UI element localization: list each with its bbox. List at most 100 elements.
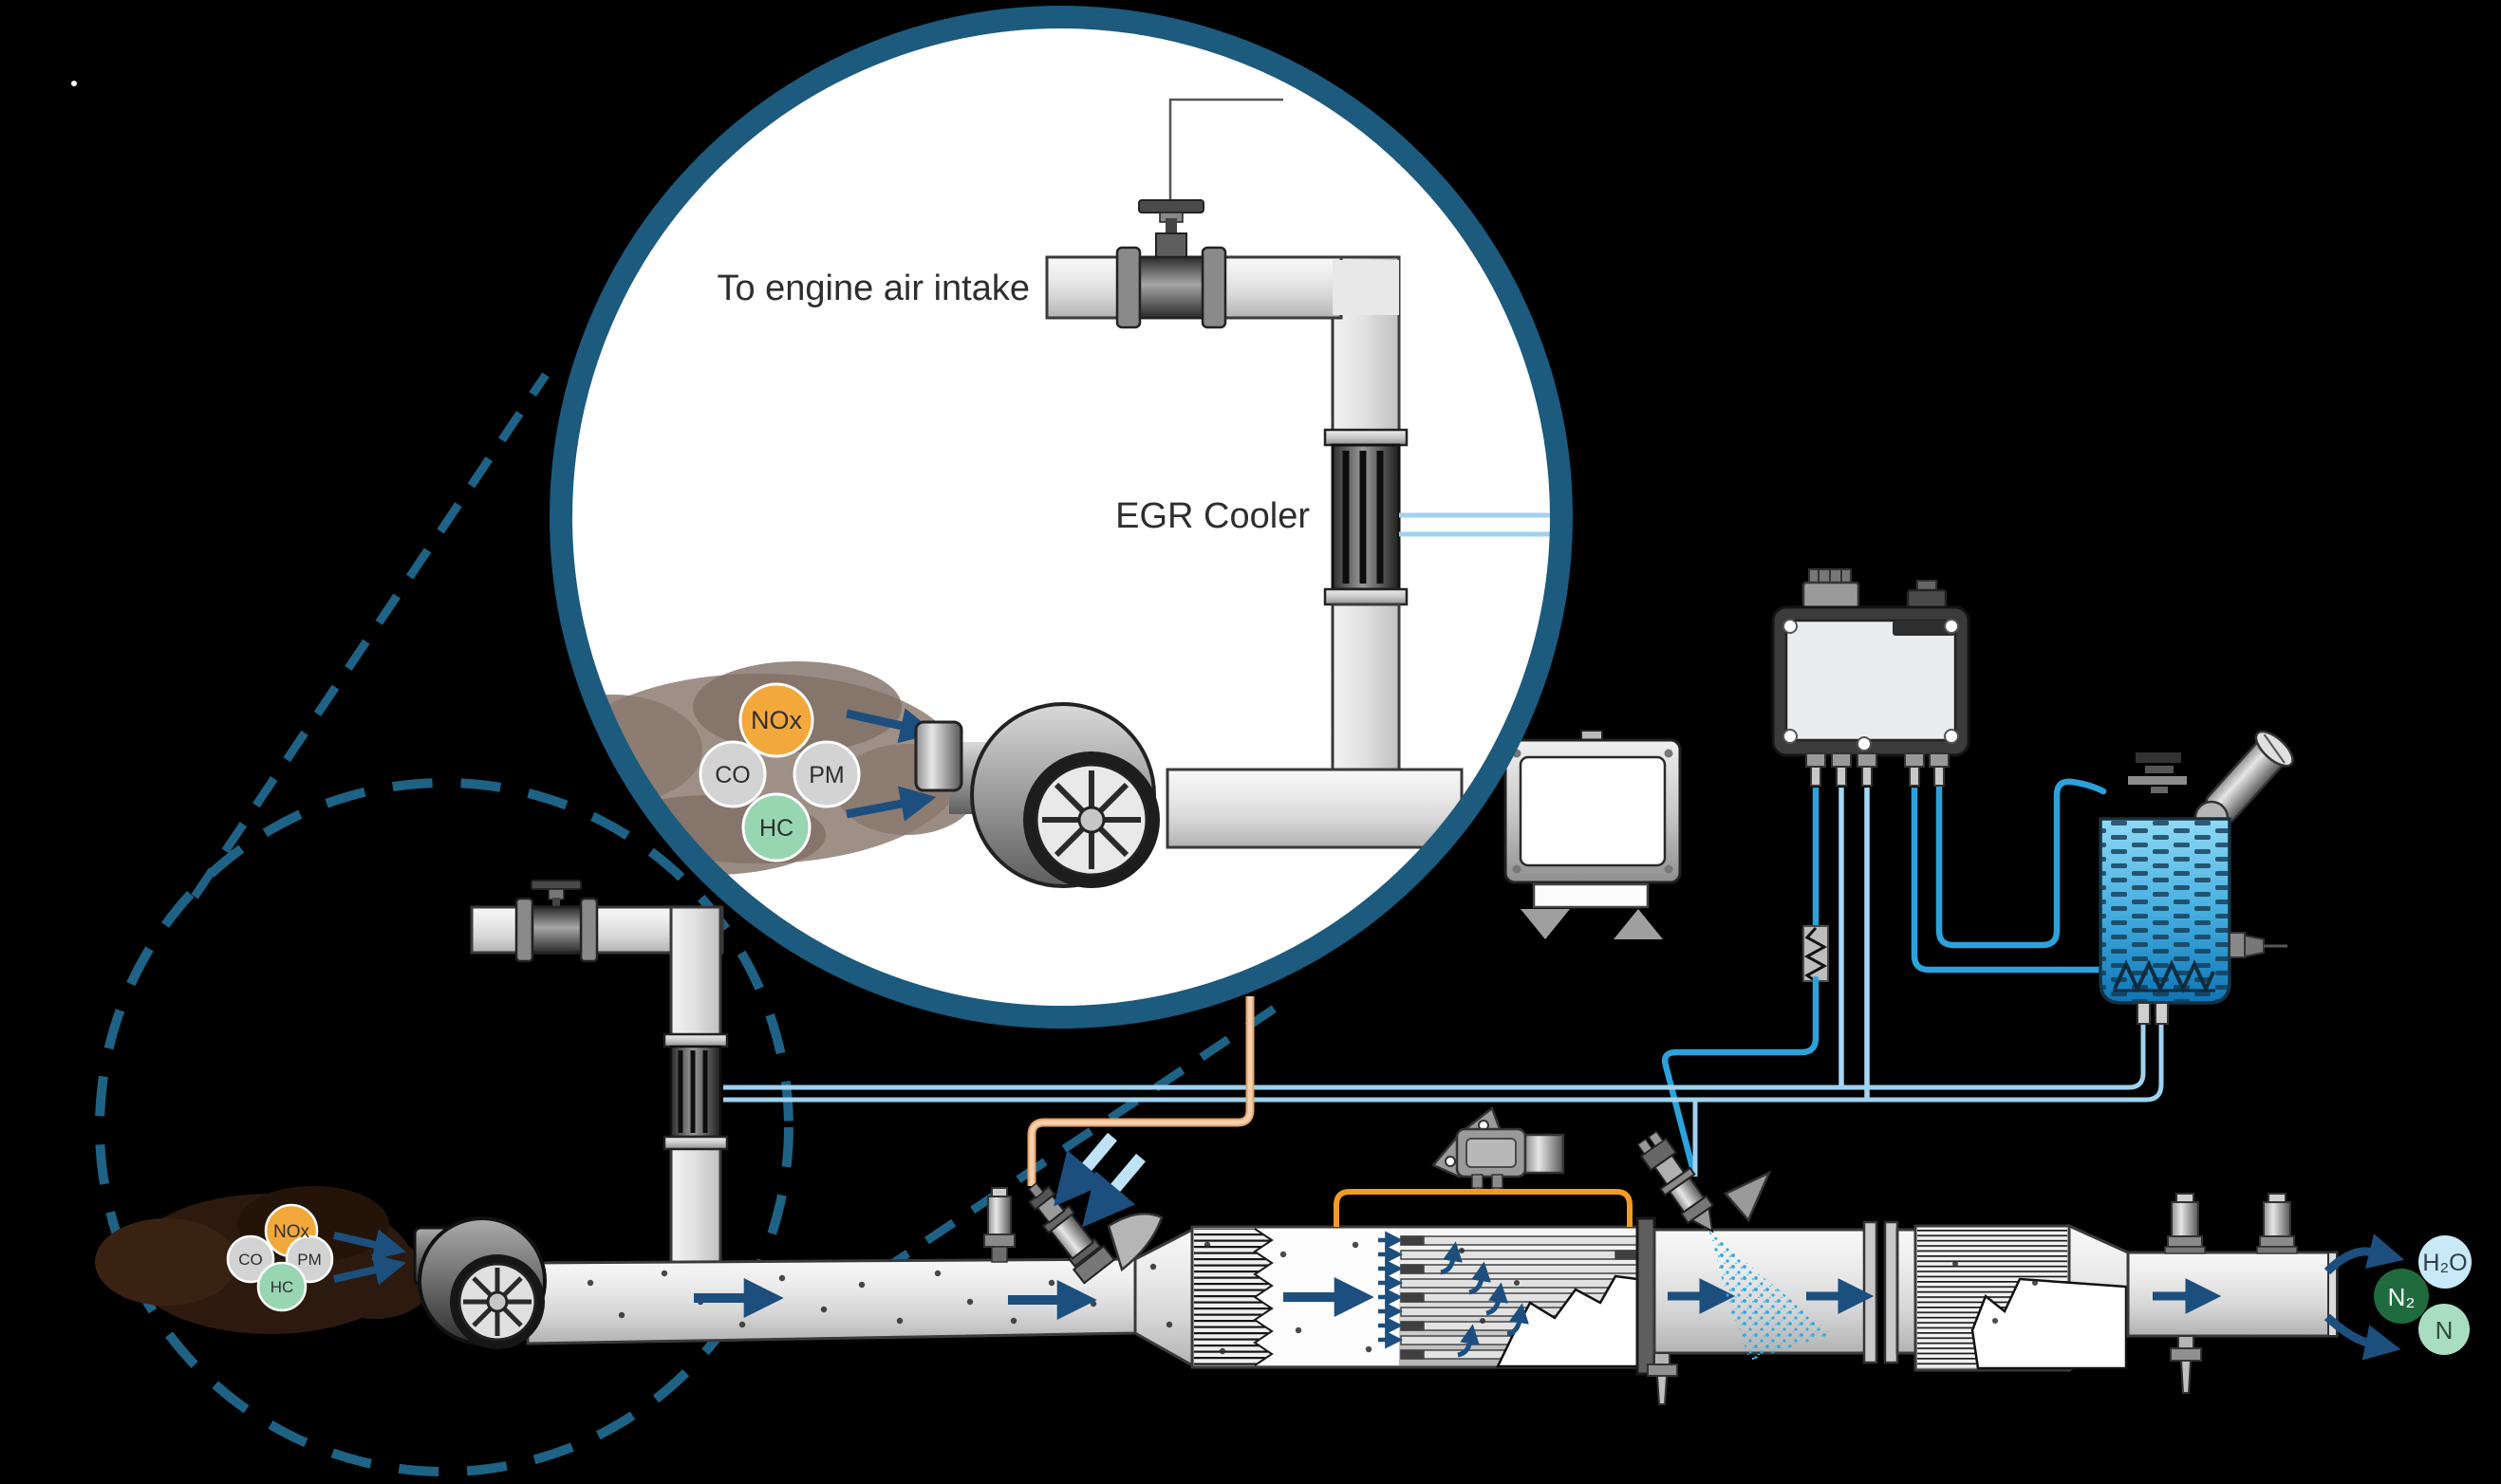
line-pair-bottom	[723, 1023, 2164, 1103]
ecu	[1771, 568, 1970, 787]
magnifier-leader-lines	[71, 81, 1284, 1476]
tank-heater	[2113, 959, 2215, 993]
inset-molecule-hc-label: HC	[759, 815, 793, 842]
exhaust-line	[526, 1216, 2339, 1376]
molecule-h2o	[2418, 1235, 2472, 1289]
scr-cutaway	[1970, 1277, 2128, 1370]
wire-heater-zigzag	[1803, 926, 1828, 983]
nox-sensor-2	[2256, 1193, 2298, 1254]
inset-smoke-arrow	[846, 786, 937, 822]
turbocharger-inset	[914, 702, 1160, 888]
egr-cooler-label: EGR Cooler	[1115, 496, 1310, 536]
def-coolant-lines	[723, 1023, 2164, 1177]
molecule-n2-label: N₂	[2388, 1283, 2416, 1311]
egr-cooler-small	[663, 1032, 729, 1151]
leader-dash-right	[832, 1000, 1284, 1306]
ecu-wires	[1661, 778, 2107, 1175]
tank-filler-neck	[2205, 730, 2294, 824]
molecule-hc-label: HC	[271, 1278, 294, 1296]
egr-return-pipe	[669, 1141, 722, 1273]
ecu-terminals	[1805, 752, 1950, 787]
magnifier-inset: NOx CO PM HC To engine air intake EGR Co…	[550, 6, 1573, 1029]
molecule-co	[226, 1234, 275, 1284]
engine-out-smoke: NOx CO PM HC	[95, 1186, 434, 1334]
molecule-n	[2418, 1304, 2470, 1355]
flange-a	[1862, 1220, 1878, 1364]
inset-turbo-inlet-stub	[914, 720, 963, 792]
wire-heater-sheath	[1802, 925, 1829, 982]
air-intake-label: To engine air intake	[717, 269, 1030, 308]
doser-air-arrows	[1054, 1132, 1146, 1228]
pressure-sensor-assembly	[1334, 1105, 1633, 1227]
fuel-line	[1029, 996, 1253, 1186]
nox-sensor-1	[2164, 1193, 2206, 1254]
inset-molecule-hc	[741, 792, 812, 863]
molecule-co-label: CO	[238, 1251, 263, 1269]
dpf-wall-arrow	[1457, 1324, 1480, 1358]
monitor-stand	[1532, 882, 1650, 909]
dpf-wall-arrow	[1485, 1282, 1508, 1316]
magnified-region-circle	[95, 778, 793, 1476]
turbocharger-main	[413, 1216, 547, 1349]
pressure-line-loop	[1334, 1189, 1633, 1227]
flow-arrows	[694, 1231, 2222, 1358]
tank-fluid-hatch	[2100, 819, 2230, 1003]
smoke-arrow	[333, 1253, 406, 1286]
smoke-arrow	[333, 1229, 406, 1261]
display-monitor	[1503, 730, 1682, 939]
dpf-wall-arrow	[1440, 1241, 1463, 1275]
scr-inlet-stub	[1895, 1228, 1918, 1355]
inset-molecule-pm-label: PM	[809, 762, 845, 788]
tailpipe-end-cap	[2327, 1252, 2338, 1337]
tailpipe	[2126, 1251, 2339, 1338]
fuel-doser-assembly	[1027, 996, 1255, 1285]
tailpipe-outlet: H₂O N₂ N	[2324, 1234, 2472, 1361]
inset-molecule-co-label: CO	[715, 762, 751, 788]
egr-loop-small	[470, 880, 729, 1273]
inset-egr-valve	[1115, 199, 1227, 329]
wire-tank-level	[1935, 778, 2107, 949]
tank-side-fitting	[2229, 932, 2287, 958]
monitor-foot-left	[1521, 909, 1570, 939]
outlet-arrow-up	[2324, 1234, 2405, 1275]
inset-smoke-arrow	[846, 708, 937, 744]
egr-down-pipe	[669, 905, 722, 1042]
def-injector-assembly	[1636, 1130, 1832, 1361]
inset-molecule-pm	[793, 740, 861, 808]
temp-sensor-inlet	[983, 1187, 1016, 1263]
molecule-n-label: N	[2436, 1316, 2454, 1345]
inset-molecule-co	[699, 740, 767, 808]
molecule-n2	[2374, 1269, 2429, 1324]
temp-sensor-mid	[1647, 1352, 1678, 1405]
flange-b	[1883, 1220, 1899, 1364]
wire-def-injector-2	[1661, 975, 1820, 1175]
inset-egr-cooler	[1323, 428, 1409, 606]
ecu-label-window	[1893, 621, 1955, 636]
tank-outlet-nipple	[2137, 1002, 2151, 1025]
molecule-pm-label: PM	[297, 1251, 322, 1269]
outlet-arrow-down	[2324, 1313, 2401, 1361]
inset-turbo-hub	[1077, 806, 1106, 834]
monitor-foot-right	[1614, 909, 1663, 939]
ecu-connector-aux-nub	[1916, 580, 1937, 591]
leader-dash-left	[191, 372, 550, 900]
inset-molecule-nox	[738, 682, 814, 758]
inset-ring	[550, 6, 1573, 1029]
dpf-wall-arrow	[1468, 1261, 1491, 1295]
egr-valve-small	[514, 880, 599, 963]
valve-leader-line	[1168, 98, 1283, 207]
monitor-screen	[1519, 755, 1667, 867]
def-injector-wing	[1723, 1170, 1772, 1223]
molecule-nox-label: NOx	[273, 1222, 310, 1242]
doc-sawtooth-edge	[1253, 1228, 1274, 1366]
def-tank	[2099, 730, 2294, 1025]
sensor-mount-ear	[1430, 1131, 1461, 1178]
temp-sensor-tailpipe	[2170, 1335, 2202, 1394]
dpf-wall-arrow	[1506, 1303, 1529, 1337]
inset-egr-pipe-lower	[1331, 603, 1401, 775]
ecu-panel	[1784, 619, 1957, 742]
spray-cone	[1709, 1232, 1832, 1361]
artifact-dot	[71, 81, 77, 86]
